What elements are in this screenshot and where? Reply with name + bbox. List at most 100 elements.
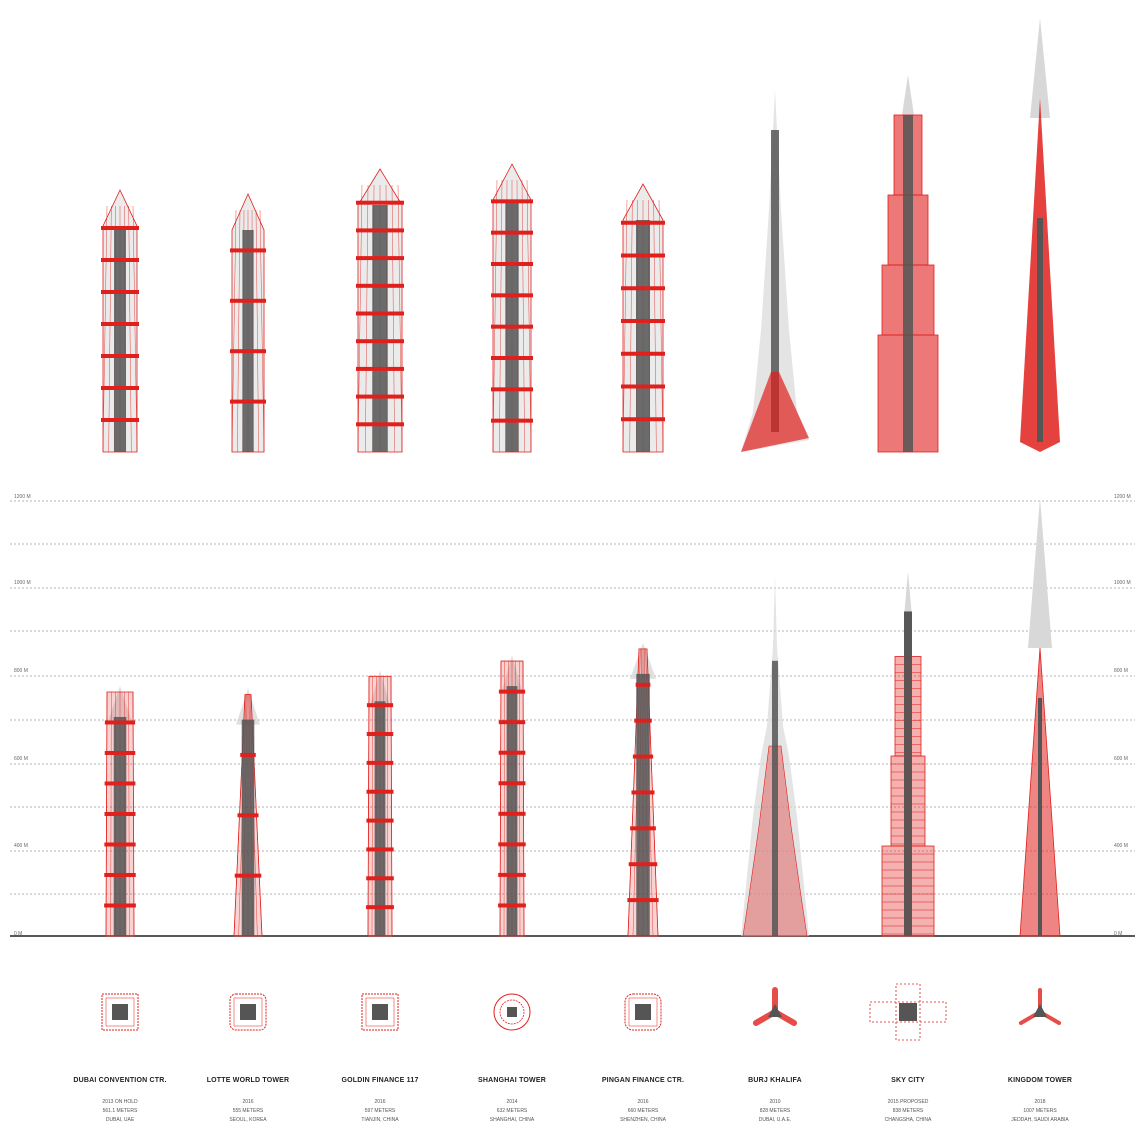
outrigger-band	[104, 781, 136, 786]
mullion	[629, 199, 633, 453]
core	[1038, 697, 1042, 936]
plan-core	[240, 1004, 256, 1020]
outrigger-band	[234, 873, 262, 878]
outrigger-band	[356, 339, 404, 344]
plan-inner	[105, 997, 135, 1027]
perspective-lotte-world-tower	[230, 193, 266, 453]
outrigger-band	[101, 418, 139, 422]
plan-outline	[229, 993, 267, 1031]
mullion	[658, 199, 664, 453]
outrigger-band	[366, 703, 394, 708]
elevation-lotte-world-tower	[233, 688, 263, 937]
outrigger-band	[491, 199, 533, 204]
outrigger-band	[366, 876, 394, 881]
perspective-dubai-convention-ctr-	[101, 189, 139, 453]
outrigger-band	[498, 872, 526, 877]
plan-square	[361, 993, 399, 1031]
plan-octagon	[624, 993, 662, 1031]
outrigger-band	[237, 813, 259, 818]
outrigger-band	[498, 689, 526, 694]
outrigger-band	[621, 253, 665, 258]
outrigger-band	[498, 781, 526, 786]
outrigger-band	[491, 230, 533, 235]
tower-name: LOTTE WORLD TOWER	[206, 1077, 290, 1084]
perspective-burj-khalifa	[741, 90, 809, 452]
elevation-dubai-convention-ctr-	[104, 685, 136, 937]
axis-label-left: 800 M	[14, 668, 28, 674]
perspective-renderings	[101, 18, 1060, 453]
plan-outline	[361, 993, 399, 1031]
outrigger-band	[491, 356, 533, 360]
mullion	[371, 676, 373, 937]
outrigger-band	[356, 366, 404, 371]
axis-label-right: 400 M	[1114, 843, 1128, 849]
outrigger-band	[104, 903, 136, 908]
wing	[741, 372, 809, 452]
outrigger-band	[366, 732, 394, 737]
outrigger-band	[104, 842, 136, 847]
outrigger-band	[491, 418, 533, 423]
spire	[904, 571, 912, 617]
spire	[1028, 497, 1052, 648]
outrigger-band	[621, 286, 665, 291]
tower-meta: DUBAI, U.A.E.	[758, 1117, 792, 1123]
tower-meta: 2018	[1034, 1099, 1046, 1105]
outrigger-band	[356, 200, 404, 205]
outrigger-band	[356, 422, 404, 427]
axis-label-left: 0 M	[14, 931, 23, 937]
plan-square	[101, 993, 139, 1031]
core	[772, 660, 778, 936]
outrigger-band	[498, 720, 526, 725]
mullion	[108, 205, 112, 453]
outrigger-band	[356, 311, 404, 316]
outrigger-band	[498, 842, 526, 847]
tower-meta: SHANGHAI, CHINA	[489, 1117, 535, 1123]
outrigger-band	[101, 322, 139, 326]
perspective-shanghai-tower	[491, 163, 533, 453]
spire	[902, 75, 914, 115]
plan-core	[372, 1004, 388, 1020]
mullion	[622, 199, 628, 453]
plan-core	[112, 1004, 128, 1020]
plan-outline	[493, 993, 531, 1031]
mullion	[499, 179, 503, 453]
axis-label-right: 0 M	[1114, 931, 1123, 937]
outrigger-band	[621, 351, 665, 356]
outrigger-band	[366, 818, 394, 823]
outrigger-band	[498, 811, 526, 816]
outrigger-band	[230, 298, 266, 303]
elevation-pingan-finance-ctr-	[627, 642, 659, 937]
perspective-kingdom-tower	[1020, 18, 1060, 452]
plan-core	[768, 1004, 782, 1017]
outrigger-band	[628, 862, 658, 867]
height-grid	[10, 500, 1135, 937]
outrigger-band	[356, 283, 404, 288]
core	[771, 130, 779, 432]
plan-core	[635, 1004, 651, 1020]
outrigger-band	[621, 220, 665, 225]
core	[636, 673, 650, 936]
outrigger-band	[101, 290, 139, 294]
perspective-pingan-finance-ctr-	[621, 183, 665, 453]
outrigger-band	[240, 752, 256, 757]
outrigger-band	[366, 847, 394, 852]
mullion	[102, 205, 108, 453]
outrigger-band	[631, 790, 655, 795]
elevation-drawings	[104, 497, 1061, 937]
floor-plans	[101, 983, 1062, 1041]
plan-arm	[869, 1001, 947, 1023]
core	[113, 716, 127, 936]
plan-core	[899, 1003, 917, 1021]
axis-label-left: 1200 M	[14, 494, 31, 500]
tower-name: GOLDIN FINANCE 117	[341, 1077, 419, 1084]
outrigger-band	[101, 226, 139, 230]
outrigger-band	[366, 789, 394, 794]
elevation-burj-khalifa	[741, 575, 809, 937]
tower-meta: 555 METERS	[232, 1108, 264, 1114]
mullion	[503, 661, 505, 937]
tower-name: KINGDOM TOWER	[1007, 1077, 1073, 1084]
outrigger-band	[632, 754, 654, 759]
axis-label-right: 600 M	[1114, 756, 1128, 762]
tower-meta: 2016	[242, 1099, 254, 1105]
